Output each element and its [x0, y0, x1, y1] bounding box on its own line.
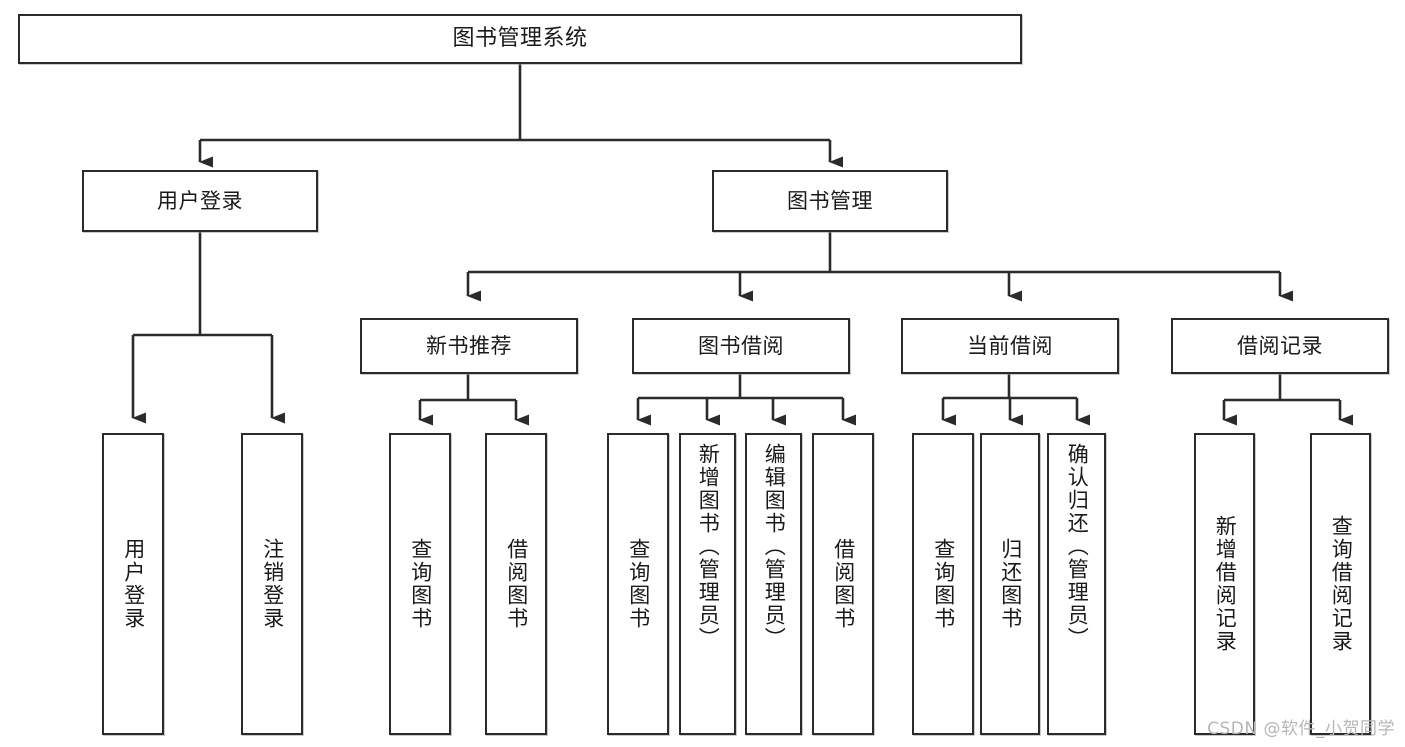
node-label: 新增图书（管理员）: [696, 443, 721, 650]
node-label: 查询图书: [408, 538, 433, 630]
node-leaf-user-login[interactable]: 用户登录: [102, 433, 164, 735]
node-leaf-return-book[interactable]: 归还图书: [980, 433, 1040, 735]
node-leaf-query-book-current[interactable]: 查询图书: [912, 433, 974, 735]
node-label: 确认归还（管理员）: [1065, 443, 1090, 650]
node-label: 归还图书: [998, 538, 1023, 630]
node-leaf-logout-login[interactable]: 注销登录: [241, 433, 303, 735]
node-user-login[interactable]: 用户登录: [82, 170, 318, 232]
node-leaf-edit-book[interactable]: 编辑图书（管理员）: [745, 433, 802, 735]
node-label: 图书借阅: [698, 333, 784, 358]
node-current-borrow[interactable]: 当前借阅: [901, 318, 1119, 374]
node-label: 查询图书: [626, 538, 651, 630]
node-label: 查询借阅记录: [1329, 515, 1354, 653]
node-new-book-recommend[interactable]: 新书推荐: [360, 318, 578, 374]
node-label: 借阅图书: [831, 538, 856, 630]
node-label: 当前借阅: [967, 333, 1053, 358]
node-label: 新增借阅记录: [1213, 515, 1238, 653]
node-leaf-query-borrow-record[interactable]: 查询借阅记录: [1310, 433, 1371, 735]
node-book-borrow[interactable]: 图书借阅: [632, 318, 850, 374]
node-leaf-borrow-book-recommend[interactable]: 借阅图书: [485, 433, 547, 735]
node-label: 注销登录: [260, 538, 285, 630]
node-root-library-system[interactable]: 图书管理系统: [18, 14, 1022, 64]
node-label: 借阅记录: [1237, 333, 1323, 358]
node-label: 图书管理系统: [452, 26, 588, 52]
node-leaf-borrow-book[interactable]: 借阅图书: [812, 433, 874, 735]
node-label: 用户登录: [121, 538, 146, 630]
node-leaf-query-book-borrow[interactable]: 查询图书: [607, 433, 669, 735]
node-leaf-add-book[interactable]: 新增图书（管理员）: [679, 433, 736, 735]
node-label: 编辑图书（管理员）: [762, 443, 787, 650]
node-leaf-add-borrow-record[interactable]: 新增借阅记录: [1194, 433, 1255, 735]
node-borrow-record[interactable]: 借阅记录: [1171, 318, 1389, 374]
node-label: 查询图书: [931, 538, 956, 630]
node-label: 图书管理: [787, 188, 873, 213]
node-book-management[interactable]: 图书管理: [712, 170, 948, 232]
node-leaf-confirm-return[interactable]: 确认归还（管理员）: [1047, 433, 1106, 735]
node-label: 新书推荐: [426, 333, 512, 358]
node-label: 用户登录: [157, 188, 243, 213]
node-label: 借阅图书: [504, 538, 529, 630]
node-leaf-query-book-recommend[interactable]: 查询图书: [389, 433, 451, 735]
